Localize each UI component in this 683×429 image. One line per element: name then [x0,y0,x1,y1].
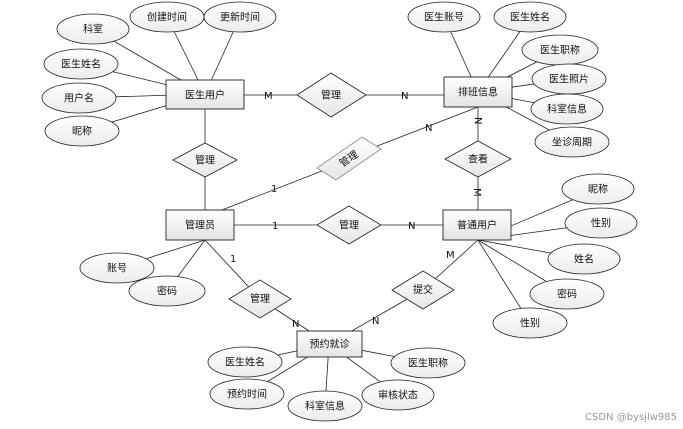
cardinality-labels: M N 1 N 1 N N M 1 N M N [230,91,483,330]
attribute-user-gender-2[interactable]: 性别 [492,307,568,339]
entity-label: 普通用户 [457,219,497,232]
entity-doctor-user[interactable]: 医生用户 [165,79,245,110]
cardinality-label: N [472,117,483,124]
attribute-label: 科室 [83,23,103,36]
attribute-user-name[interactable]: 姓名 [547,243,621,275]
cardinality-label: N [401,91,408,102]
attribute-schedule-title[interactable]: 医生职称 [521,34,599,66]
cardinality-label: N [372,316,379,327]
attribute-doctor-name[interactable]: 医生姓名 [43,48,119,80]
attribute-user-password[interactable]: 密码 [529,278,605,310]
attribute-schedule-dept-info[interactable]: 科室信息 [530,93,604,125]
attribute-user-nickname[interactable]: 昵称 [561,173,635,205]
attribute-label: 医生照片 [549,73,589,86]
cardinality-label: M [471,188,482,197]
attribute-appointment-review-status[interactable]: 审核状态 [361,379,435,411]
entity-schedule-info[interactable]: 排班信息 [443,76,513,108]
attribute-admin-account[interactable]: 账号 [79,252,155,284]
entity-appointment[interactable]: 预约就诊 [296,330,363,358]
attribute-label: 医生账号 [424,11,464,24]
attribute-label: 性别 [591,217,611,230]
relationship-label: 管理 [339,219,359,232]
attribute-label: 预约时间 [227,388,267,401]
cardinality-label: 1 [271,184,277,195]
entity-label: 医生用户 [185,89,225,102]
attribute-schedule-period[interactable]: 坐诊周期 [534,126,610,158]
attribute-label: 用户名 [64,92,94,105]
relationship-label: 查看 [468,153,488,166]
relationship-label: 管理 [195,154,215,167]
attribute-admin-password[interactable]: 密码 [128,275,206,307]
attribute-label: 医生姓名 [510,11,550,24]
attribute-schedule-photo[interactable]: 医生照片 [531,63,607,95]
relationship-doctor-schedule[interactable]: 管理 [296,72,367,118]
attribute-label: 昵称 [588,183,608,196]
cardinality-label: N [425,123,432,134]
attribute-appointment-time[interactable]: 预约时间 [209,378,285,410]
relationship-user-appointment[interactable]: 提交 [391,270,455,310]
attribute-label: 昵称 [72,125,92,138]
attribute-label: 账号 [107,263,127,275]
cardinality-label: N [292,319,299,330]
attribute-schedule-account[interactable]: 医生账号 [407,1,481,33]
cardinality-label: N [408,221,415,232]
attribute-schedule-doctor-name[interactable]: 医生姓名 [493,1,567,33]
attribute-label: 性别 [520,317,540,330]
relationship-admin-user[interactable]: 管理 [316,205,382,245]
attribute-label: 密码 [557,288,577,301]
attribute-user-gender[interactable]: 性别 [564,207,638,239]
relationship-admin-appointment[interactable]: 管理 [228,279,292,319]
attribute-doctor-updated[interactable]: 更新时间 [203,1,277,33]
relationship-user-schedule[interactable]: 查看 [444,140,512,178]
attribute-label: 审核状态 [378,389,418,402]
watermark: CSDN @bysjlw985 [585,412,677,423]
attribute-appointment-dept-info[interactable]: 科室信息 [287,390,363,422]
attribute-label: 更新时间 [220,11,260,24]
attribute-appointment-doctor-name[interactable]: 医生姓名 [207,346,283,378]
attribute-label: 密码 [157,285,177,298]
cardinality-label: 1 [272,221,278,232]
attribute-label: 医生职称 [540,44,580,57]
cardinality-label: M [264,91,273,102]
relationship-label: 管理 [250,292,270,305]
attribute-label: 医生姓名 [225,356,265,369]
entity-normal-user[interactable]: 普通用户 [442,209,512,241]
attribute-doctor-username[interactable]: 用户名 [41,82,117,114]
attribute-label: 科室信息 [305,400,345,413]
attribute-label: 姓名 [574,253,594,266]
attribute-doctor-dept[interactable]: 科室 [56,13,130,45]
relationship-admin-doctor[interactable]: 管理 [172,142,238,178]
attribute-appointment-doctor-title[interactable]: 医生职称 [390,347,466,379]
entity-label: 排班信息 [458,86,498,99]
relationship-label: 管理 [321,89,341,102]
entity-label: 管理员 [185,219,215,232]
attribute-label: 医生职称 [408,357,448,370]
attribute-doctor-nickname[interactable]: 昵称 [44,115,120,147]
cardinality-label: M [446,250,455,261]
attribute-doctor-created[interactable]: 创建时间 [129,1,205,33]
attribute-label: 创建时间 [147,11,187,24]
relationship-label: 提交 [413,283,433,296]
entity-admin[interactable]: 管理员 [165,209,235,241]
entity-label: 预约就诊 [310,338,350,351]
relationship-admin-schedule[interactable]: 管理 [316,136,382,181]
attribute-label: 坐诊周期 [552,136,592,149]
attribute-label: 医生姓名 [61,58,101,71]
attribute-label: 科室信息 [547,103,587,116]
cardinality-label: 1 [230,254,236,265]
